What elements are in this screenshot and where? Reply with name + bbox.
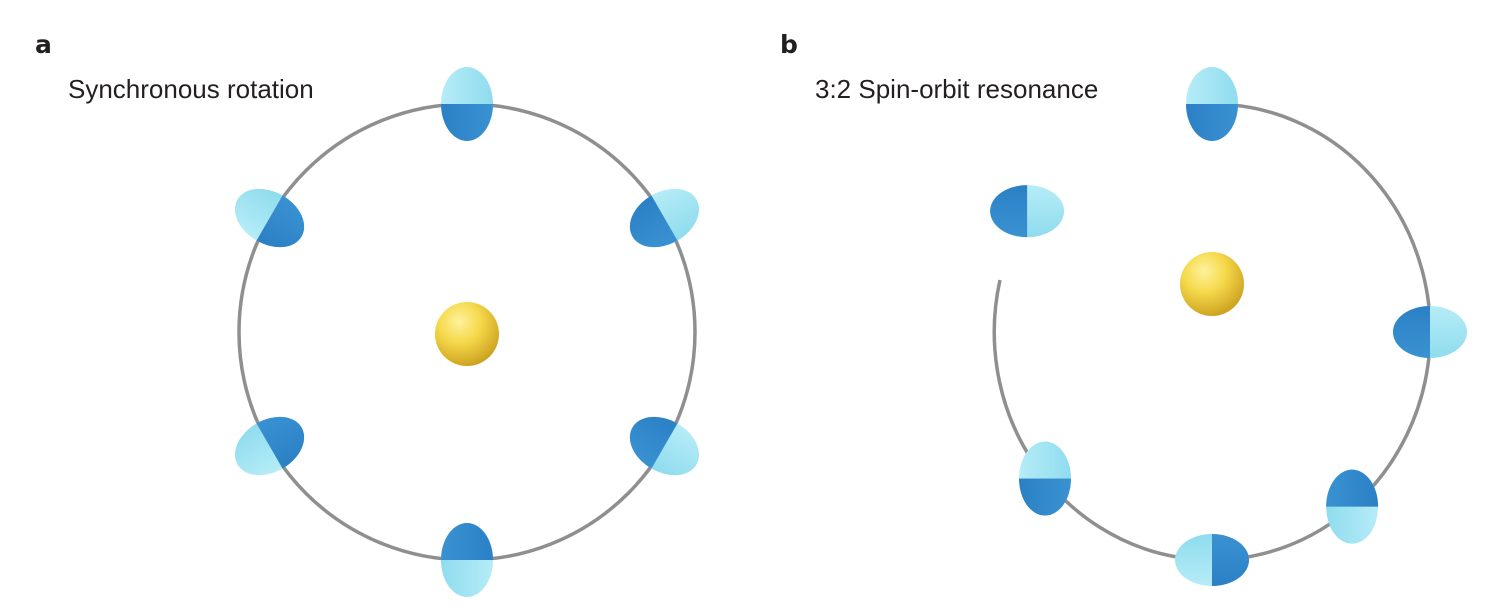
panel-b-planet-3-dark-side — [1326, 469, 1379, 507]
panel-a-planet-4 — [441, 523, 493, 597]
panel-b-planet-6-dark-side — [990, 185, 1028, 238]
panel-b-planet-4 — [1175, 534, 1249, 586]
panel-b-title: 3:2 Spin-orbit resonance — [815, 74, 1098, 104]
panel-b-planet-4-dark-side — [1212, 534, 1249, 586]
panel-a-letter: a — [35, 30, 52, 59]
panel-a-planet-4-dark-side — [441, 523, 493, 560]
panel-a-planet-6 — [234, 188, 315, 260]
panel-b-planet-2-dark-side — [1393, 306, 1430, 358]
panel-a-planet-3 — [619, 404, 700, 476]
panel-b: b 3:2 Spin-orbit resonance — [780, 30, 1467, 586]
panel-a-planet-5 — [234, 404, 315, 476]
panel-b-planet-1-dark-side — [1186, 104, 1238, 141]
panel-a-star — [435, 302, 499, 366]
panel-a: a Synchronous rotation — [35, 30, 700, 597]
panel-a-planet-1-dark-side — [441, 104, 493, 141]
panel-b-planet-5-dark-side — [1019, 478, 1072, 516]
panel-b-planet-1 — [1186, 67, 1238, 141]
panel-a-title: Synchronous rotation — [68, 74, 314, 104]
panel-b-planet-6 — [990, 185, 1065, 238]
panel-b-planet-2 — [1393, 306, 1467, 358]
panel-b-planet-3 — [1326, 469, 1379, 544]
panel-b-star — [1180, 252, 1244, 316]
panel-a-planet-1 — [441, 67, 493, 141]
panel-a-planet-2 — [619, 188, 700, 260]
panel-b-planets — [990, 67, 1467, 586]
panel-b-planet-5 — [1019, 441, 1072, 516]
panel-b-letter: b — [780, 30, 798, 59]
